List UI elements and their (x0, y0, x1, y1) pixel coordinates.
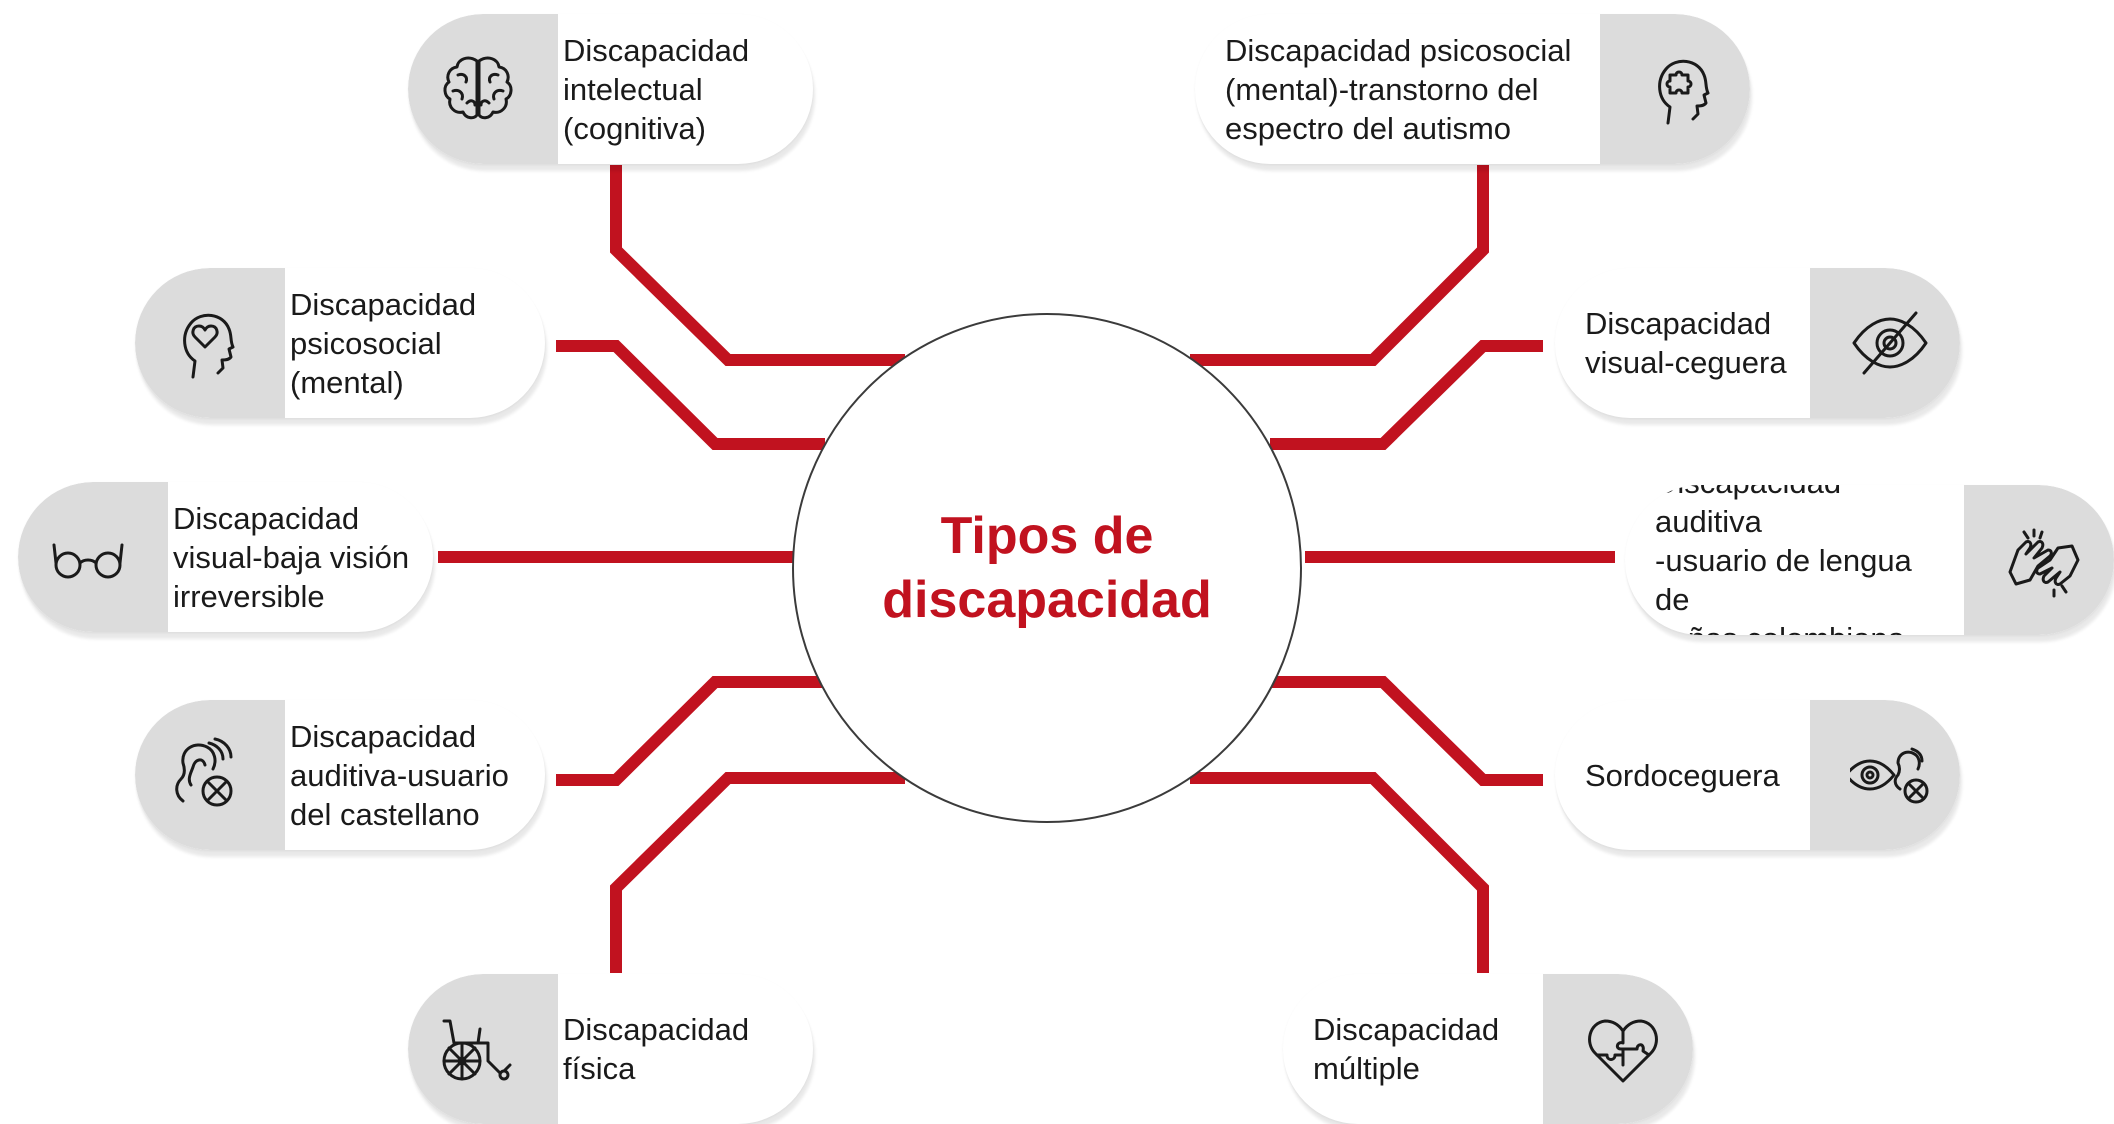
node-label: Sordoceguera (1585, 757, 1780, 793)
connector-visual-ceguera (1270, 340, 1543, 450)
connector-sordoceguera (1270, 676, 1543, 786)
node-psicosocial-tea: Discapacidad psicosocial (mental)-transt… (1195, 14, 1750, 164)
ear-crossed-icon (165, 735, 245, 815)
glasses-icon (48, 517, 128, 597)
node-auditiva-lsc: Discapacidad auditiva -usuario de lengua… (1625, 485, 2114, 635)
center-title: Tipos de discapacidad (882, 507, 1212, 629)
node-label: Discapacidad visual-ceguera (1585, 306, 1787, 380)
connector-auditiva-castellano (556, 676, 825, 786)
connector-psicosocial (556, 340, 825, 450)
node-label: Discapacidad auditiva-usuario del castel… (290, 718, 509, 832)
center-circle: Tipos de discapacidad (792, 313, 1302, 823)
node-fisica: Discapacidad física (408, 974, 813, 1124)
head-puzzle-icon (1640, 49, 1720, 129)
sign-language-hands-icon (2004, 520, 2084, 600)
node-intelectual: Discapacidad intelectual (cognitiva) (408, 14, 813, 164)
node-label: Discapacidad física (563, 1012, 750, 1086)
node-multiple: Discapacidad múltiple (1283, 974, 1693, 1124)
connector-fisica (610, 772, 905, 973)
node-sordoceguera: Sordoceguera (1555, 700, 1960, 850)
head-heart-icon (165, 303, 245, 383)
eye-ear-crossed-icon (1850, 735, 1930, 815)
node-label: Discapacidad visual-baja visión irrevers… (173, 500, 410, 614)
node-visual-baja: Discapacidad visual-baja visión irrevers… (18, 482, 433, 632)
node-label: Discapacidad psicosocial (mental)-transt… (1225, 32, 1572, 146)
node-auditiva-castellano: Discapacidad auditiva-usuario del castel… (135, 700, 545, 850)
connector-multiple (1190, 772, 1489, 973)
connector-intelectual (610, 165, 905, 366)
node-label: Discapacidad auditiva -usuario de lengua… (1655, 485, 1912, 635)
brain-icon (438, 49, 518, 129)
node-label: Discapacidad intelectual (cognitiva) (563, 32, 750, 146)
connector-psicosocial-tea (1190, 165, 1489, 366)
eye-crossed-icon (1850, 303, 1930, 383)
node-psicosocial: Discapacidad psicosocial (mental) (135, 268, 545, 418)
wheelchair-icon (438, 1009, 518, 1089)
node-label: Discapacidad psicosocial (mental) (290, 286, 477, 400)
puzzle-heart-icon (1583, 1009, 1663, 1089)
node-label: Discapacidad múltiple (1313, 1012, 1500, 1086)
node-visual-ceguera: Discapacidad visual-ceguera (1555, 268, 1960, 418)
